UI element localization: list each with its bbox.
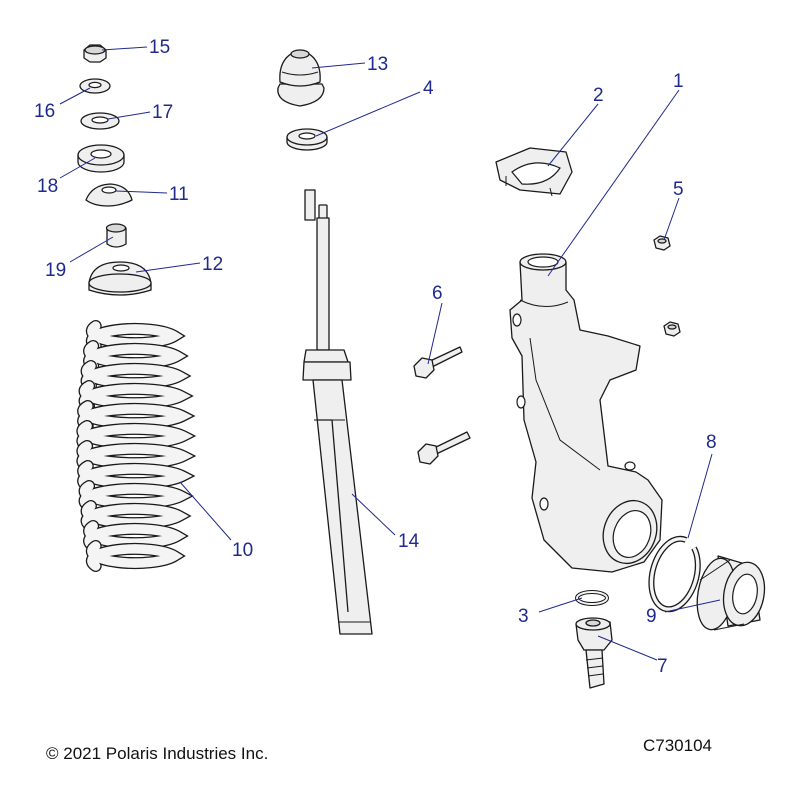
callout-6: 6: [432, 283, 443, 304]
callout-8: 8: [706, 432, 717, 453]
spring-coil-highlight: [87, 321, 184, 351]
spring-coil-highlight: [79, 481, 192, 511]
part-4-washer: [286, 128, 328, 151]
spring-coil-highlight: [79, 381, 192, 411]
callout-10: 10: [232, 540, 253, 561]
spring-coil-highlight: [81, 501, 189, 531]
drawing-number: C730104: [643, 736, 713, 755]
callout-11: 11: [169, 184, 189, 205]
callout-1: 1: [673, 71, 684, 92]
callout-2: 2: [593, 85, 604, 106]
callout-5: 5: [673, 179, 684, 200]
part-11-seat: [85, 183, 133, 207]
part-15-nut: [83, 44, 107, 63]
spring-coil-highlight: [81, 361, 189, 391]
callout-3: 3: [518, 606, 529, 627]
spring-coil-highlight: [78, 461, 193, 491]
part-19-bushing: [105, 223, 127, 248]
spring-coil-highlight: [84, 521, 187, 551]
part-2-spring-seat: [495, 147, 573, 197]
spring-coil-highlight: [77, 421, 194, 451]
spring-coil-highlight: [78, 401, 193, 431]
callout-7: 7: [657, 656, 668, 677]
part-18-bearing: [77, 144, 125, 173]
callout-16: 16: [34, 101, 55, 122]
callout-18: 18: [37, 176, 58, 197]
part-10-coil-spring: [76, 320, 197, 572]
callout-14: 14: [398, 531, 420, 552]
spring-coil-highlight: [77, 441, 194, 471]
copyright-notice: © 2021 Polaris Industries Inc.: [46, 744, 269, 763]
part-9-wheel-bearing: [696, 555, 766, 631]
part-17-washer: [80, 112, 120, 130]
leader-lines: [59, 46, 721, 661]
callout-13: 13: [367, 54, 388, 75]
part-8-snap-ring: [648, 535, 701, 613]
part-12-spring-cap: [88, 261, 152, 296]
part-3-retaining-ring: [575, 590, 609, 606]
callout-12: 12: [202, 254, 223, 275]
callout-4: 4: [423, 78, 434, 99]
part-13-jounce-bumper: [277, 49, 325, 107]
spring-coil-highlight: [84, 341, 187, 371]
part-5-nuts: [653, 235, 681, 337]
part-14-strut: [302, 189, 373, 635]
callout-9: 9: [646, 606, 657, 627]
part-6-bolts: [413, 346, 471, 465]
part-1-knuckle: [509, 253, 663, 573]
callout-labels: 15 16 17 18 11 19 12 10 13 4 14 6 2 1 5 …: [34, 37, 717, 677]
callout-15: 15: [149, 37, 170, 58]
spring-coil-highlight: [87, 541, 184, 571]
callout-17: 17: [152, 102, 173, 123]
part-7-ball-joint: [575, 617, 613, 689]
callout-19: 19: [45, 260, 66, 281]
